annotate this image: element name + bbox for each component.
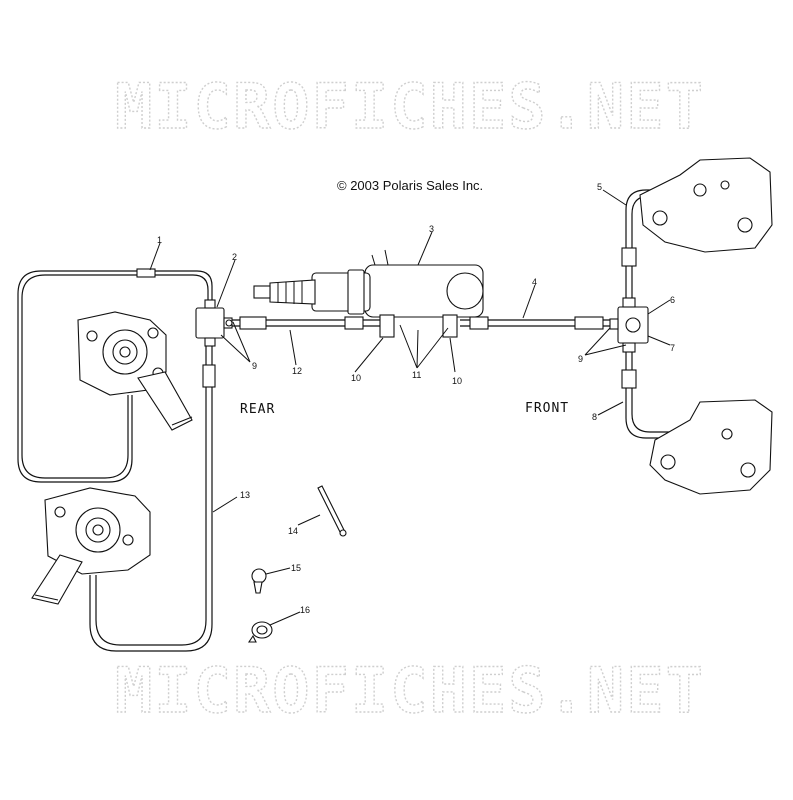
callout-1: 1 — [157, 235, 162, 245]
brake-line-12 — [232, 316, 380, 330]
part-14-pin — [317, 485, 347, 537]
callout-7: 7 — [670, 343, 675, 353]
callout-10-right: 10 — [452, 376, 462, 386]
callout-2: 2 — [232, 252, 237, 262]
callout-5: 5 — [597, 182, 602, 192]
callout-10-left: 10 — [351, 373, 361, 383]
caliper-front-lower — [649, 399, 773, 495]
brake-line-4 — [460, 316, 612, 330]
callout-9-rear: 9 — [252, 361, 257, 371]
callout-11: 11 — [412, 370, 421, 380]
caliper-rear-lower — [31, 487, 151, 605]
part-15-clip — [251, 568, 267, 594]
callout-12: 12 — [292, 366, 302, 376]
callout-14: 14 — [288, 526, 298, 536]
callout-4: 4 — [532, 277, 537, 287]
callout-3: 3 — [429, 224, 434, 234]
brake-line-8 — [621, 352, 720, 439]
brake-line-1 — [17, 268, 213, 483]
copyright-text: © 2003 Polaris Sales Inc. — [337, 178, 483, 193]
callout-numbers: 1 2 3 4 5 6 7 8 9 9 10 10 11 12 13 14 15… — [157, 182, 675, 615]
callout-13: 13 — [240, 490, 250, 500]
watermark-top: MICROFICHES.NET — [115, 70, 705, 143]
callout-16: 16 — [300, 605, 310, 615]
rear-junction-block — [195, 299, 233, 347]
brake-line-13 — [89, 346, 216, 652]
callout-15: 15 — [291, 563, 301, 573]
front-label: FRONT — [525, 401, 569, 416]
master-cylinder — [253, 249, 484, 338]
rear-label: REAR — [240, 402, 275, 417]
callout-8: 8 — [592, 412, 597, 422]
caliper-front-upper — [639, 157, 773, 253]
callout-9-front: 9 — [578, 354, 583, 364]
leader-lines — [149, 189, 671, 626]
callout-6: 6 — [670, 295, 675, 305]
part-16-clamp — [247, 621, 273, 643]
watermark-bottom: MICROFICHES.NET — [115, 654, 705, 727]
caliper-rear-upper — [77, 311, 193, 431]
front-junction-block — [609, 297, 649, 353]
